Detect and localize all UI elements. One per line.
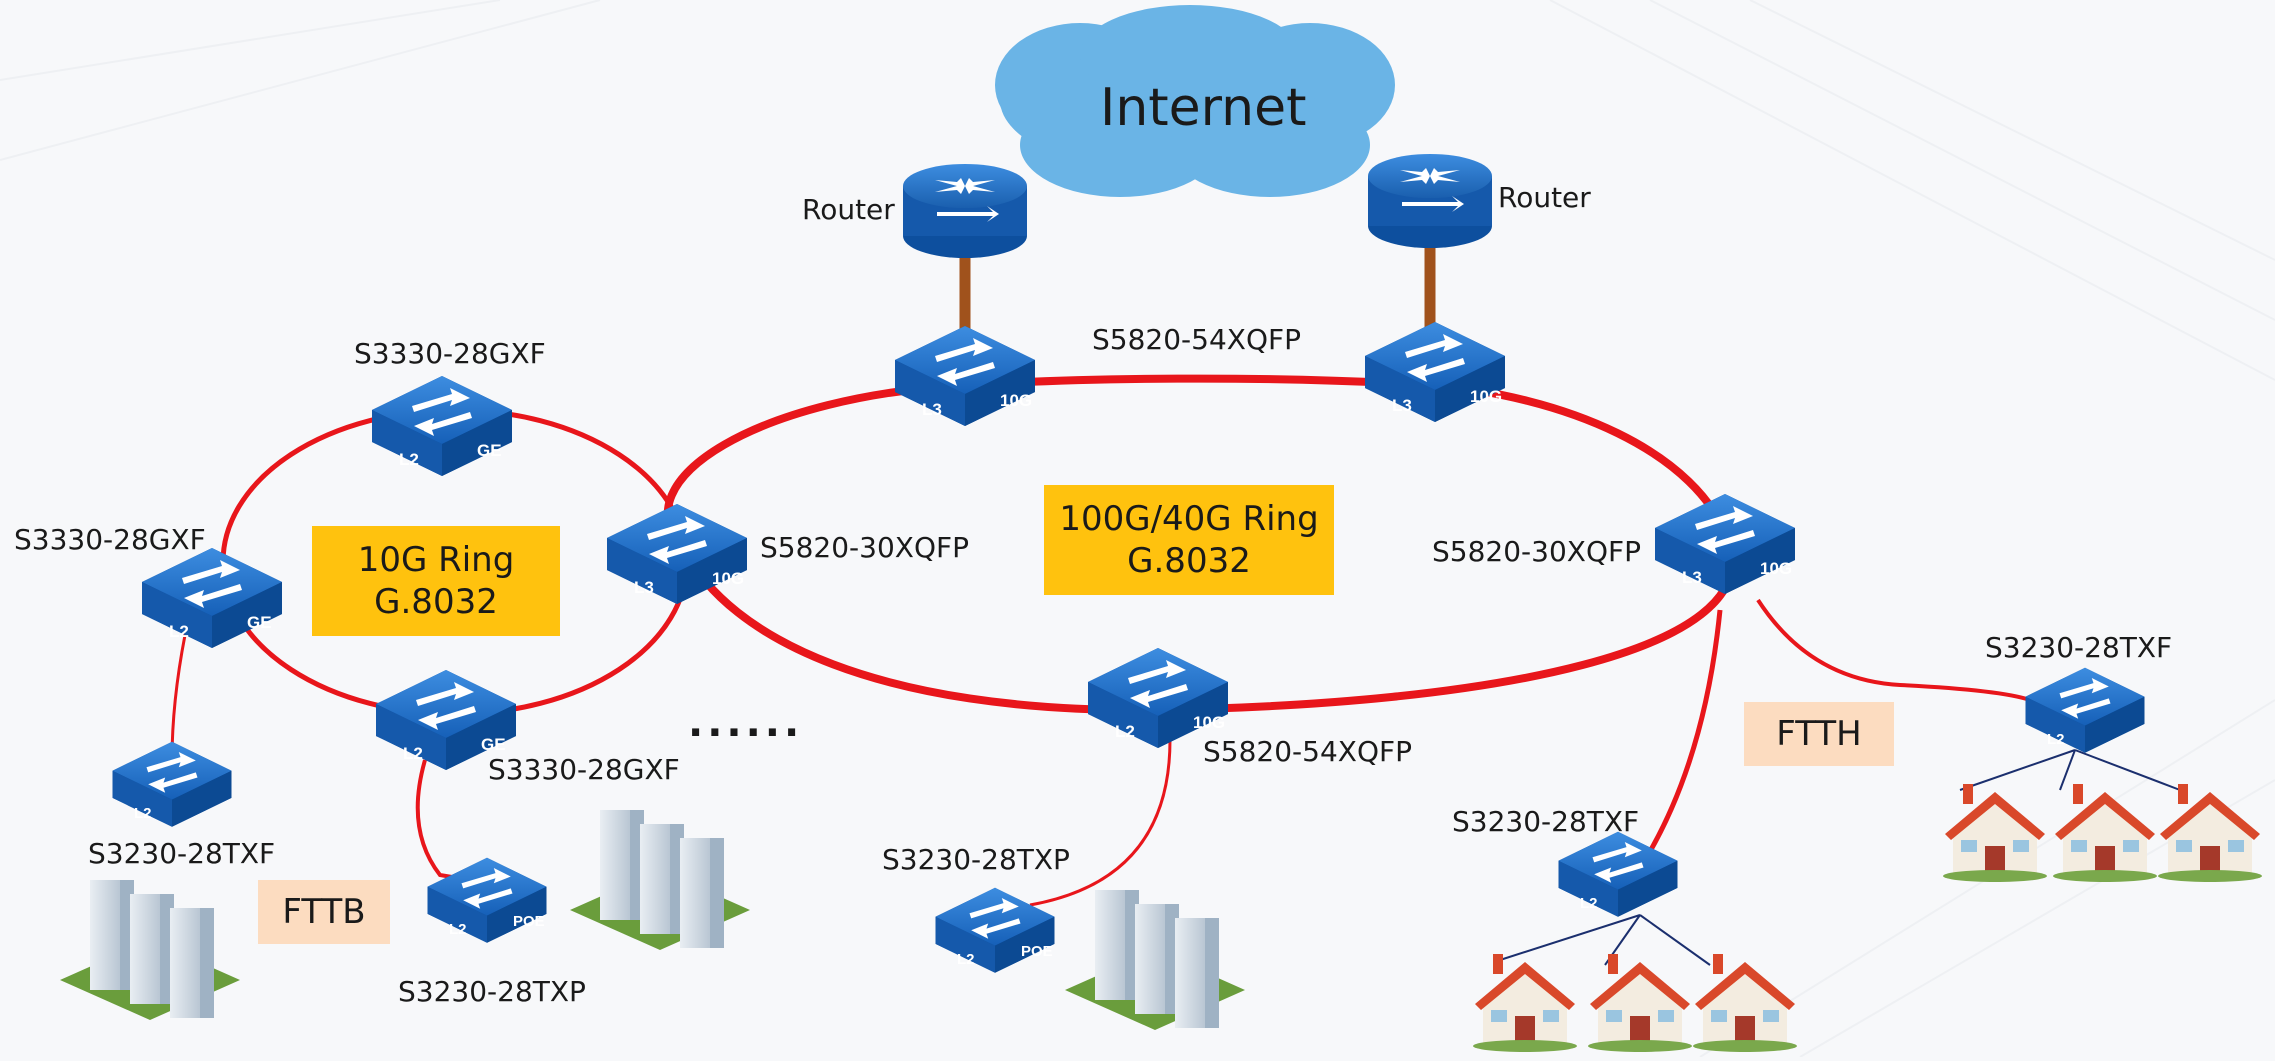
badge-core-bottom-10g: 10G	[1193, 713, 1225, 732]
badge-core-top-left-10g: 10G	[1000, 391, 1032, 410]
router-label-right: Router	[1498, 181, 1591, 214]
ftth-zone-label: FTTH	[1744, 702, 1894, 766]
switch-label-agg-bottom: S3330-28GXF	[488, 753, 680, 786]
switch-label-agg-top: S3330-28GXF	[354, 337, 546, 370]
building-icon-middle	[1065, 890, 1245, 1030]
badge-access-fttb-left-l2: L2	[134, 805, 152, 822]
badge-access-ftth-mid-l2: L2	[1580, 895, 1598, 912]
more-nodes-ellipsis: ......	[688, 700, 804, 746]
switch-icon-core-right	[1655, 494, 1795, 594]
badge-core-right-10g: 10G	[1760, 559, 1792, 578]
ftth-drop-lines	[1499, 749, 2181, 966]
switch-icon-access-ftth-right	[2025, 667, 2145, 753]
router-icon-left	[903, 164, 1027, 258]
switch-label-agg-left: S3330-28GXF	[14, 523, 206, 556]
small-ring-protocol: G.8032	[374, 582, 498, 622]
switch-label-core-left: S5820-30XQFP	[760, 531, 969, 564]
building-icon-fttb-right	[570, 810, 750, 950]
house-icon-6	[2158, 784, 2262, 882]
badge-access-mid-poe-poe: POE	[1021, 943, 1053, 960]
badge-access-mid-poe-l2: L2	[957, 951, 975, 968]
badge-core-top-left-l3: L3	[922, 400, 942, 419]
badge-agg-top-l2: L2	[399, 450, 419, 469]
switch-label-core-top-left: S5820-54XQFP	[1092, 323, 1301, 356]
large-ring-label: 100G/40G Ring G.8032	[1044, 485, 1334, 595]
internet-label: Internet	[1100, 78, 1307, 138]
large-ring-title: 100G/40G Ring	[1059, 498, 1319, 539]
badge-access-ftth-right-l2: L2	[2047, 731, 2065, 748]
switch-icon-agg-top	[372, 376, 512, 476]
badge-core-left-l3: L3	[634, 578, 654, 597]
switch-icon-access-ftth-mid	[1558, 831, 1678, 917]
switch-icon-access-fttb-poe	[427, 857, 547, 943]
switch-label-access-fttb-left: S3230-28TXF	[88, 837, 276, 870]
switch-icon-access-fttb-left	[112, 741, 232, 827]
large-ring-protocol: G.8032	[1127, 541, 1251, 581]
house-icon-5	[2053, 784, 2157, 882]
router-icon-right	[1368, 154, 1492, 248]
switch-icon-core-bottom	[1088, 648, 1228, 748]
access-links	[170, 598, 2031, 907]
badge-core-bottom-l2: L2	[1115, 722, 1135, 741]
badge-core-left-10g: 10G	[712, 569, 744, 588]
badge-agg-left-ge: GE	[247, 613, 272, 632]
small-ring-label: 10G Ring G.8032	[312, 526, 560, 636]
switch-label-access-mid-poe: S3230-28TXP	[882, 843, 1070, 876]
badge-access-fttb-poe-poe: POE	[513, 913, 545, 930]
house-icon-3	[1693, 954, 1797, 1052]
switch-icon-core-top-right	[1365, 322, 1505, 422]
switch-label-core-bottom: S5820-54XQFP	[1203, 735, 1412, 768]
badge-agg-bottom-l2: L2	[403, 744, 423, 763]
switch-icon-access-mid-poe	[935, 887, 1055, 973]
badge-agg-left-l2: L2	[169, 622, 189, 641]
switch-label-access-ftth-right: S3230-28TXF	[1985, 631, 2173, 664]
building-icon-fttb-left	[60, 880, 240, 1020]
switch-label-access-fttb-poe: S3230-28TXP	[398, 975, 586, 1008]
small-ring-title: 10G Ring	[357, 539, 515, 580]
badge-core-top-right-10g: 10G	[1470, 387, 1502, 406]
badge-agg-top-ge: GE	[477, 441, 502, 460]
switch-icon-agg-left	[142, 548, 282, 648]
badge-access-fttb-poe-l2: L2	[449, 921, 467, 938]
switch-icon-core-left	[607, 504, 747, 604]
switch-label-access-ftth-mid: S3230-28TXF	[1452, 805, 1640, 838]
fttb-zone-label: FTTB	[258, 880, 390, 944]
badge-core-right-l3: L3	[1682, 568, 1702, 587]
switch-icon-core-top-left	[895, 326, 1035, 426]
house-icon-4	[1943, 784, 2047, 882]
internet-cloud	[995, 5, 1395, 197]
badge-core-top-right-l3: L3	[1392, 396, 1412, 415]
switch-label-core-right: S5820-30XQFP	[1432, 535, 1641, 568]
badge-agg-bottom-ge: GE	[481, 735, 506, 754]
house-icon-2	[1588, 954, 1692, 1052]
house-icon-1	[1473, 954, 1577, 1052]
router-label-left: Router	[802, 193, 895, 226]
